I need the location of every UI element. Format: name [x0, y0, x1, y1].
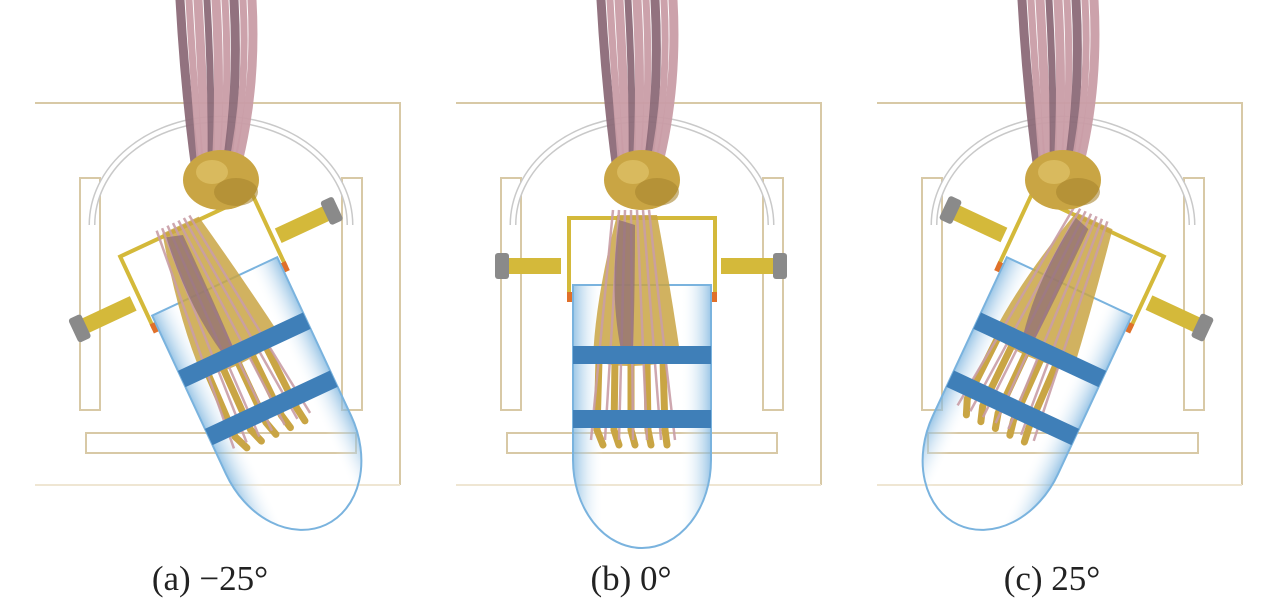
leg-muscle	[624, 0, 636, 174]
leg-muscle	[596, 0, 622, 175]
leg-muscle	[193, 0, 211, 175]
leg-muscle	[1027, 0, 1047, 174]
panel-a	[0, 0, 420, 560]
toe-bone	[593, 356, 607, 449]
ankle-rehab-illustration	[456, 0, 822, 549]
leg-muscle	[614, 0, 632, 175]
caption-b-angle: 0°	[640, 559, 672, 598]
panel-b	[421, 0, 841, 560]
leg-muscle	[185, 0, 205, 174]
leg-muscle	[606, 0, 626, 174]
leg-muscle	[211, 0, 223, 175]
leg-muscle	[1069, 0, 1090, 174]
rotary-bars	[495, 253, 787, 279]
foot-muscle	[1022, 217, 1089, 342]
ankle-rehab-illustration	[35, 0, 401, 531]
strap-upper	[177, 312, 311, 388]
rotary-bars	[68, 197, 343, 343]
ankle-rehab-illustration	[877, 0, 1243, 531]
toe-bone	[610, 356, 623, 449]
toe-bone	[627, 356, 639, 449]
leg	[596, 0, 680, 210]
caption-b: (b) 0°	[421, 556, 841, 602]
leg-muscle	[1045, 0, 1057, 174]
toe-bone	[1020, 359, 1061, 446]
leg-muscle	[227, 0, 248, 174]
toe-bone	[232, 355, 280, 438]
leg-muscle	[1017, 0, 1043, 175]
strap-lower	[946, 370, 1080, 446]
foot-bones	[593, 215, 681, 366]
toe-bone	[962, 332, 1003, 419]
toe-bone	[1006, 352, 1046, 439]
caption-c: (c) 25°	[842, 556, 1262, 602]
toe-bone	[247, 348, 294, 432]
foot	[956, 205, 1113, 446]
leg-muscle	[1053, 0, 1065, 175]
leg-muscle	[231, 0, 258, 175]
leg-muscle	[1073, 0, 1100, 175]
strap-upper	[573, 346, 711, 364]
toe-bone	[218, 362, 265, 445]
leg-muscle	[648, 0, 669, 174]
foot-muscle	[614, 220, 635, 350]
strap-lower	[204, 370, 338, 446]
caption-a: (a) −25°	[0, 556, 420, 602]
strap-upper	[973, 312, 1107, 388]
leg	[175, 0, 259, 210]
caption-b-label: (b)	[590, 559, 632, 598]
caption-a-angle: −25°	[199, 559, 269, 598]
foot-muscle	[166, 234, 234, 355]
caption-a-label: (a)	[151, 559, 191, 598]
caption-c-label: (c)	[1003, 559, 1043, 598]
caption-c-angle: 25°	[1051, 559, 1101, 598]
leg-muscle	[203, 0, 215, 174]
panel-c	[842, 0, 1262, 560]
toe-bone	[991, 346, 1032, 432]
leg-muscle	[1035, 0, 1053, 175]
leg-muscle	[175, 0, 201, 175]
toe-bone	[261, 342, 309, 425]
leg-muscle	[632, 0, 644, 175]
rotary-bars	[939, 196, 1214, 342]
leg	[1017, 0, 1101, 210]
strap-lower	[573, 410, 711, 428]
toe-bone	[977, 339, 1017, 426]
toe-bone	[643, 356, 655, 449]
leg-muscle	[652, 0, 679, 175]
toe-bone	[203, 369, 251, 452]
toe-bone	[659, 356, 671, 449]
